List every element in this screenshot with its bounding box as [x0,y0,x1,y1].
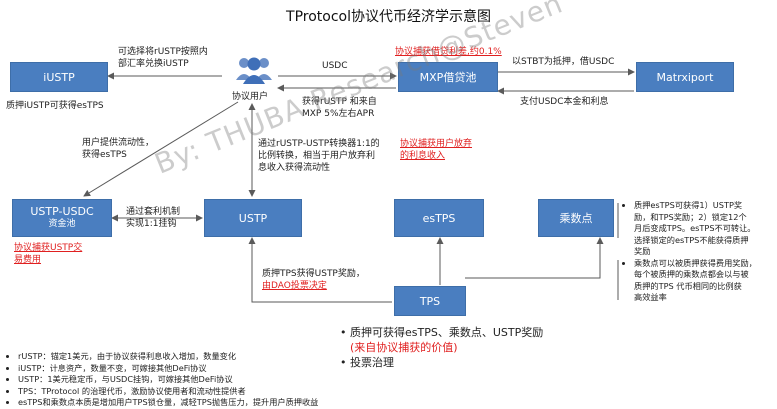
ustp-usdc-pool-name: USTP-USDC [30,205,94,218]
glossary-item: USTP：1美元稳定币，与USDC挂钩，可嫁接其他DeFi协议 [18,374,488,386]
estps-note-line5: 奖励 [634,246,651,256]
glossary-item: esTPS和乘数点本质是增加用户TPS锁仓量，减轻TPS抛售压力，提升用户质押收… [18,397,488,409]
ustp-usdc-pool-sub: 资金池 [48,219,76,229]
glossary-notes: rUSTP：锚定1美元，由于协议获得利息收入增加，数量变化 iUSTP：计息资产… [6,351,488,409]
user-interest-line1: 协议捕获用户放弃 [400,139,473,149]
arbitrage-line2: 实现1:1挂钩 [126,219,177,229]
converter-line3: 息收入获得流动性 [258,163,331,173]
glossary-item: rUSTP：锚定1美元，由于协议获得利息收入增加，数量变化 [18,351,488,363]
estps-box: esTPS [394,199,484,237]
tps-bullet-1-text: 质押可获得esTPS、乘数点、USTP奖励 [350,326,544,339]
iustp-stake-label: 质押iUSTP可获得esTPS [6,101,104,111]
tps-bullet-2: • 投票治理 [340,356,394,369]
tps-bullet-2-text: 投票治理 [350,356,394,369]
arrow-tps-multiplier [465,237,604,279]
user-label: 协议用户 [232,92,269,102]
liquidity-line1: 用户提供流动性， [82,138,155,148]
arrow-user-pool [83,101,239,197]
converter-line1: 通过rUSTP-USTP转换器1:1的 [258,139,380,149]
iustp-box: iUSTP [10,62,108,92]
estps-note: 质押esTPS可获得1）USTP奖 励，和TPS奖励；2）锁定12个 月后变成T… [634,200,777,258]
users-icon [234,54,274,84]
estps-note-line2: 励，和TPS奖励；2）锁定12个 [634,211,747,222]
page-title: TProtocol协议代币经济学示意图 [286,9,491,25]
multiplier-note-line2: 每个被质押的乘数点都会以与被 [634,269,749,279]
ustp-box: USTP [204,199,302,237]
user-interest-line2: 的利息收入 [400,151,446,161]
usdc-label: USDC [322,61,348,71]
mxp-capture-label: 协议捕获借贷利差,约0.1% [395,47,502,57]
dao-label: 由DAO投票决定 [262,281,327,291]
glossary-item: TPS：TProtocol 的治理代币，激励协议使用者和流动性提供者 [18,386,488,398]
estps-note-line4: 选择锁定的esTPS不能获得质押 [634,234,749,245]
matrixport-box: Matrxiport [636,62,734,92]
stbt-label: 以STBT为抵押，借USDC [512,57,615,67]
glossary-item: iUSTP：计息资产，数量不变，可嫁接其他DeFi协议 [18,363,488,375]
arbitrage-line1: 通过套利机制 [126,207,181,217]
tps-bullet-1: • 质押可获得esTPS、乘数点、USTP奖励 [340,326,544,339]
converter-line2: 比例转换，相当于用户放弃利 [258,151,376,161]
iustp-exchange-line2: 部汇率兑换iUSTP [118,59,189,69]
ustp-usdc-pool-box: USTP-USDC 资金池 [12,199,112,237]
estps-notes: 质押esTPS可获得1）USTP奖 励，和TPS奖励；2）锁定12个 月后变成T… [622,200,777,304]
repay-label: 支付USDC本金和利息 [520,97,609,107]
arrow-tps-ustp [248,237,392,303]
pool-fee-line2: 易费用 [14,255,42,265]
multiplier-note-line1: 乘数点可以被质押获得费用奖励， [634,257,757,268]
estps-note-line3: 月后变成TPS。esTPS不可转让。 [634,223,756,233]
mxp-pool-box: MXP借贷池 [398,62,498,92]
multiplier-box: 乘数点 [538,199,614,237]
liquidity-line2: 获得esTPS [82,150,127,160]
estps-note-line1: 质押esTPS可获得1）USTP奖 [634,200,743,210]
pool-fee-line1: 协议捕获USTP交 [14,243,83,253]
rustp-get-line2: MXP 5%左右APR [302,109,375,119]
multiplier-note: 乘数点可以被质押获得费用奖励， 每个被质押的乘数点都会以与被 质押的TPS 代币… [634,258,777,304]
tps-box: TPS [394,286,466,316]
tps-benefits: • 质押可获得esTPS、乘数点、USTP奖励 (来自协议捕获的价值) • 投票… [340,325,640,370]
rustp-get-line1: 获得rUSTP 和来自 [302,97,377,107]
stake-tps-label: 质押TPS获得USTP奖励， [262,269,365,279]
multiplier-note-line4: 高效益率 [634,292,667,302]
multiplier-note-line3: 质押的TPS 代币相同的比例获 [634,280,742,291]
iustp-exchange-line1: 可选择将rUSTP按照内 [118,47,208,57]
tps-bullet-1-red: (来自协议捕获的价值) [350,341,458,354]
